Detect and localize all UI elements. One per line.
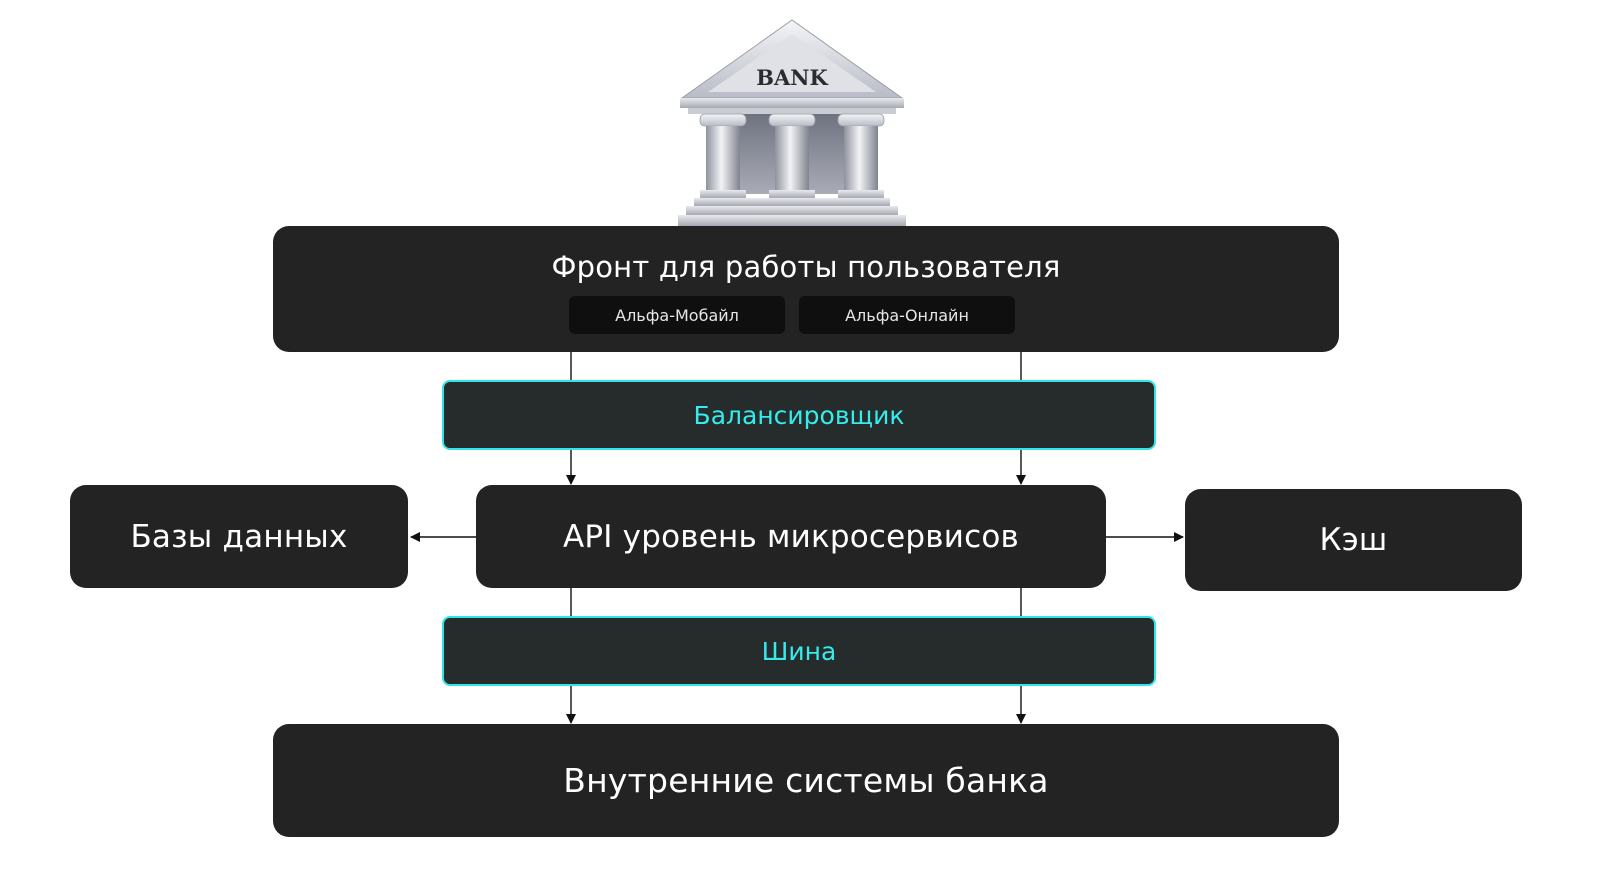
bank-sign-text: BANK [756, 65, 828, 90]
front-title: Фронт для работы пользователя [551, 250, 1061, 284]
api-label: API уровень микросервисов [562, 518, 1019, 555]
bus-block: Шина [442, 616, 1156, 686]
bank-building-icon: BANK [678, 19, 906, 226]
internal-systems-block: Внутренние системы банка [273, 724, 1339, 837]
internal-label: Внутренние системы банка [563, 761, 1049, 800]
balancer-label: Балансировщик [693, 400, 905, 430]
cache-block: Кэш [1185, 489, 1522, 591]
cache-label: Кэш [1319, 522, 1388, 558]
channel-chip-online: Альфа-Онлайн [799, 296, 1015, 334]
balancer-block: Балансировщик [442, 380, 1156, 450]
databases-label: Базы данных [130, 518, 348, 555]
api-microservices-block: API уровень микросервисов [476, 485, 1106, 588]
bus-label: Шина [761, 636, 837, 666]
databases-block: Базы данных [70, 485, 408, 588]
front-block: Фронт для работы пользователя Альфа-Моба… [273, 226, 1339, 352]
channel-chip-mobile: Альфа-Мобайл [569, 296, 785, 334]
